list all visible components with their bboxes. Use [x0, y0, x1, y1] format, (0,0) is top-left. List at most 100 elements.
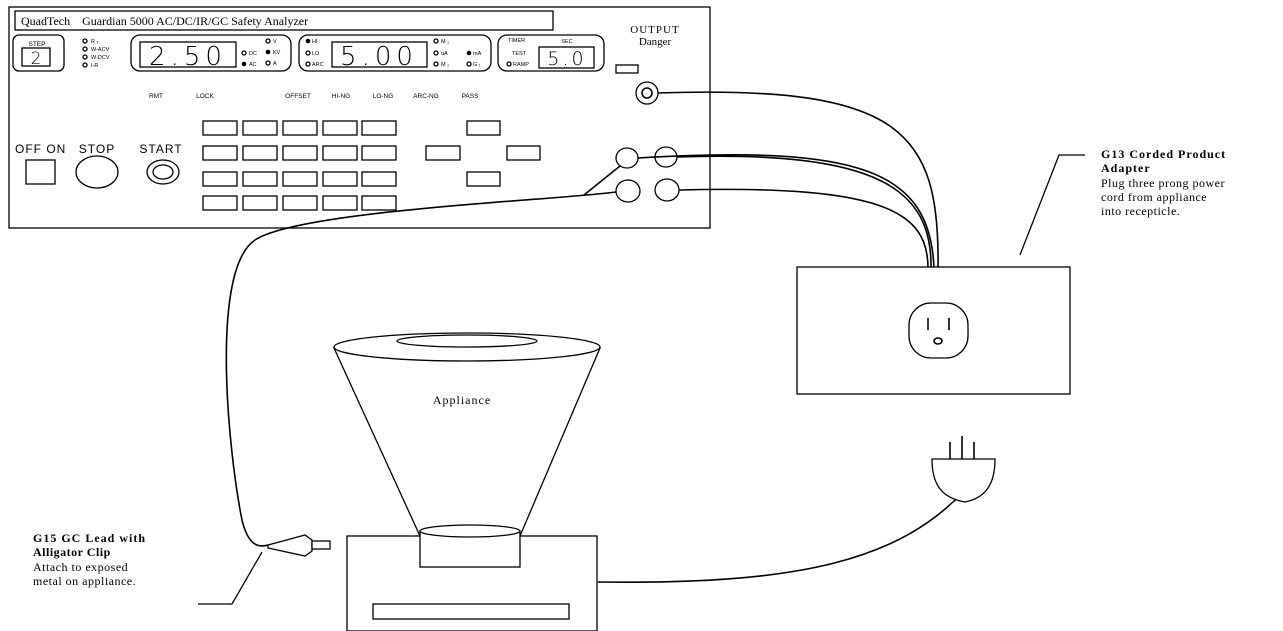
g15-title-2: Alligator Clip — [33, 545, 111, 559]
key[interactable] — [282, 171, 318, 187]
power-switch[interactable] — [25, 159, 56, 185]
timer-value: 5.0 — [547, 48, 586, 70]
appliance-cone — [332, 347, 601, 537]
key[interactable] — [202, 120, 238, 136]
status-arc-ng: ARC-NG — [413, 93, 439, 100]
cable-return-1 — [637, 154, 935, 269]
status-lo-ng: LO-NG — [373, 93, 394, 100]
key[interactable] — [466, 120, 501, 136]
key[interactable] — [242, 145, 278, 161]
key[interactable] — [361, 195, 397, 211]
timer-label: TIMER — [508, 38, 525, 44]
key[interactable] — [322, 120, 358, 136]
limit-arc: ARC — [312, 62, 324, 68]
clip-tip — [311, 540, 331, 550]
key[interactable] — [322, 171, 358, 187]
power-label: OFF ON — [15, 142, 66, 156]
status-hi-ng: HI-NG — [332, 93, 350, 100]
start-button-inner — [152, 164, 174, 180]
g13-desc-3: into recepticle. — [1101, 204, 1180, 218]
key[interactable] — [282, 120, 318, 136]
key[interactable] — [282, 195, 318, 211]
key[interactable] — [322, 145, 358, 161]
voltage-window — [139, 41, 237, 68]
cables — [225, 91, 966, 584]
unit-g1: G ₁ — [473, 62, 481, 68]
g15-desc-2: metal on appliance. — [33, 574, 136, 588]
status-lock: LOCK — [196, 93, 214, 100]
g15-desc-1: Attach to exposed — [33, 560, 128, 574]
return-terminal-1[interactable] — [615, 147, 639, 169]
key[interactable] — [282, 145, 318, 161]
key[interactable] — [322, 195, 358, 211]
test-label: TEST — [512, 51, 527, 57]
key[interactable] — [466, 171, 501, 187]
danger-label: Danger — [639, 36, 672, 48]
status-offset: OFFSET — [285, 93, 311, 100]
cable-output-high — [657, 91, 939, 269]
danger-indicator — [615, 64, 639, 74]
appliance-top-inner — [396, 334, 538, 348]
ramp-label: RAMP — [513, 62, 529, 68]
mode-r: R ₁ — [91, 39, 99, 45]
title-bar — [14, 10, 554, 31]
limit-lo: LO — [312, 51, 320, 57]
g13-title-1: G13 Corded Product — [1101, 147, 1226, 161]
alligator-clip — [198, 534, 331, 605]
receptacle — [908, 302, 969, 359]
mode-indicators: R ₁ W-ACV W-DCV I-R — [82, 38, 110, 69]
g15-leader — [198, 551, 263, 605]
key[interactable] — [202, 145, 238, 161]
g13-leader — [1019, 154, 1085, 256]
return-terminal-3[interactable] — [615, 179, 641, 203]
safety-analyzer-panel: QuadTech Guardian 5000 AC/DC/IR/GC Safet… — [8, 6, 711, 229]
corded-product-adapter — [796, 154, 1085, 395]
key[interactable] — [242, 195, 278, 211]
output-terminal-high[interactable] — [635, 81, 659, 105]
cable-jumper — [583, 165, 621, 196]
key[interactable] — [361, 145, 397, 161]
return-terminal-4[interactable] — [654, 178, 680, 202]
unit-a: A — [273, 61, 277, 67]
unit-ua: uA — [441, 51, 448, 57]
stop-button[interactable] — [75, 155, 119, 189]
g13-desc-1: Plug three prong power — [1101, 176, 1225, 190]
mode-w-dcv: W-DCV — [91, 55, 110, 61]
voltage-dc: DC — [249, 51, 257, 57]
appliance: Appliance — [332, 332, 601, 631]
analyzer-title: QuadTech Guardian 5000 AC/DC/IR/GC Safet… — [21, 14, 308, 28]
clip-body — [267, 534, 313, 557]
stop-label: STOP — [79, 142, 115, 156]
key[interactable] — [361, 171, 397, 187]
key[interactable] — [242, 171, 278, 187]
step-label: STEP — [29, 41, 46, 48]
g15-title-1: G15 GC Lead with — [33, 531, 146, 545]
current-value: 5.00 — [340, 42, 418, 72]
key[interactable] — [506, 145, 541, 161]
limit-hi: HI — [312, 39, 318, 45]
key[interactable] — [242, 120, 278, 136]
unit-ma: mA — [473, 51, 482, 57]
key[interactable] — [202, 195, 238, 211]
output-label: OUTPUT — [630, 24, 679, 36]
key[interactable] — [425, 145, 461, 161]
g13-desc-2: cord from appliance — [1101, 190, 1207, 204]
status-rmt: RMT — [149, 93, 163, 100]
unit-v: V — [273, 39, 277, 45]
appliance-slot — [372, 603, 570, 620]
unit-kv: KV — [273, 50, 281, 56]
start-button[interactable] — [146, 159, 180, 185]
mode-w-acv: W-ACV — [91, 47, 110, 53]
key[interactable] — [202, 171, 238, 187]
mode-i-r: I-R — [91, 63, 98, 69]
key[interactable] — [361, 120, 397, 136]
cable-return-4 — [678, 188, 929, 269]
cable-appliance-power — [597, 489, 966, 584]
g13-callout: G13 Corded Product Adapter Plug three pr… — [1101, 147, 1226, 218]
g15-callout: G15 GC Lead with Alligator Clip Attach t… — [33, 531, 146, 588]
cable-gc-lead — [225, 191, 617, 547]
three-prong-plug — [931, 436, 996, 503]
status-pass: PASS — [462, 93, 480, 100]
output-terminal-high-inner — [641, 87, 653, 99]
